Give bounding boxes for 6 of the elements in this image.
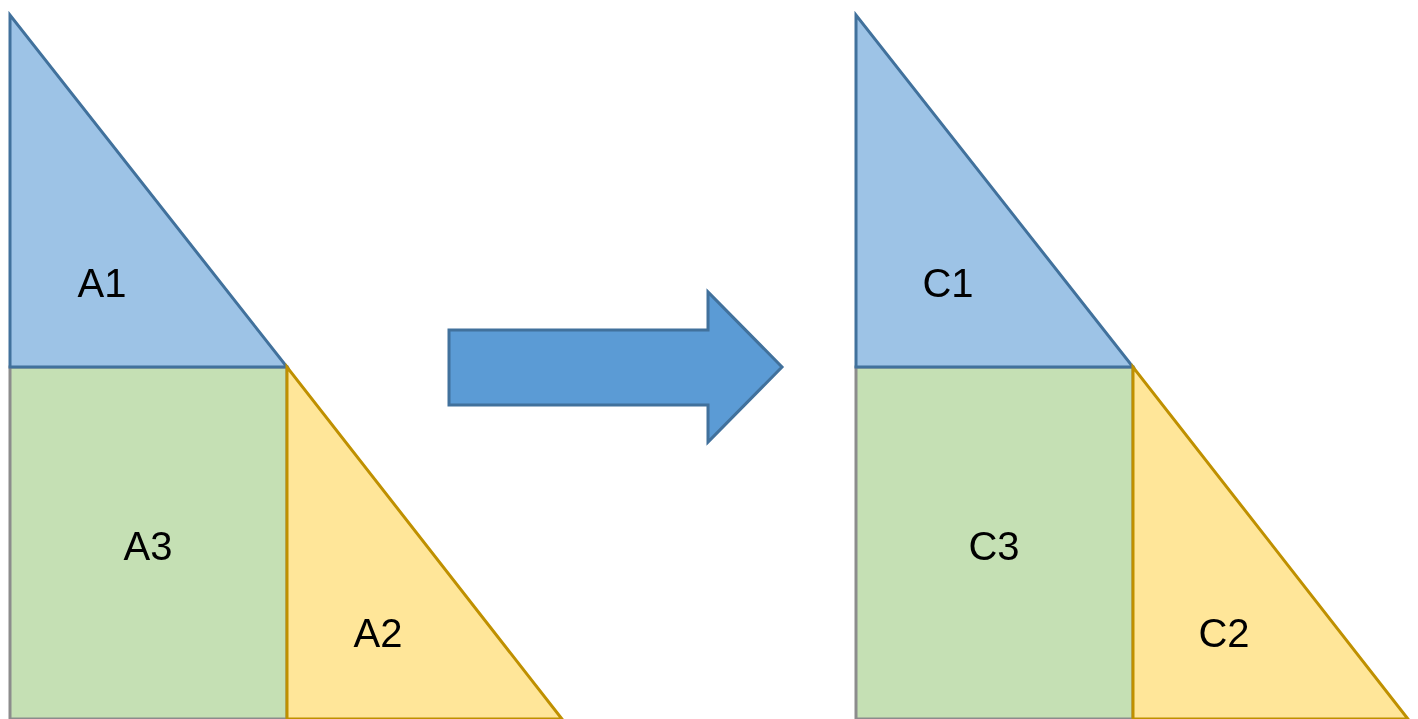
region-label: A1 — [77, 263, 127, 303]
region-label: C3 — [968, 526, 1020, 566]
region-label: A2 — [353, 613, 403, 653]
region-label: A3 — [123, 526, 173, 566]
region-label: C1 — [922, 263, 974, 303]
region-label: C2 — [1198, 613, 1250, 653]
